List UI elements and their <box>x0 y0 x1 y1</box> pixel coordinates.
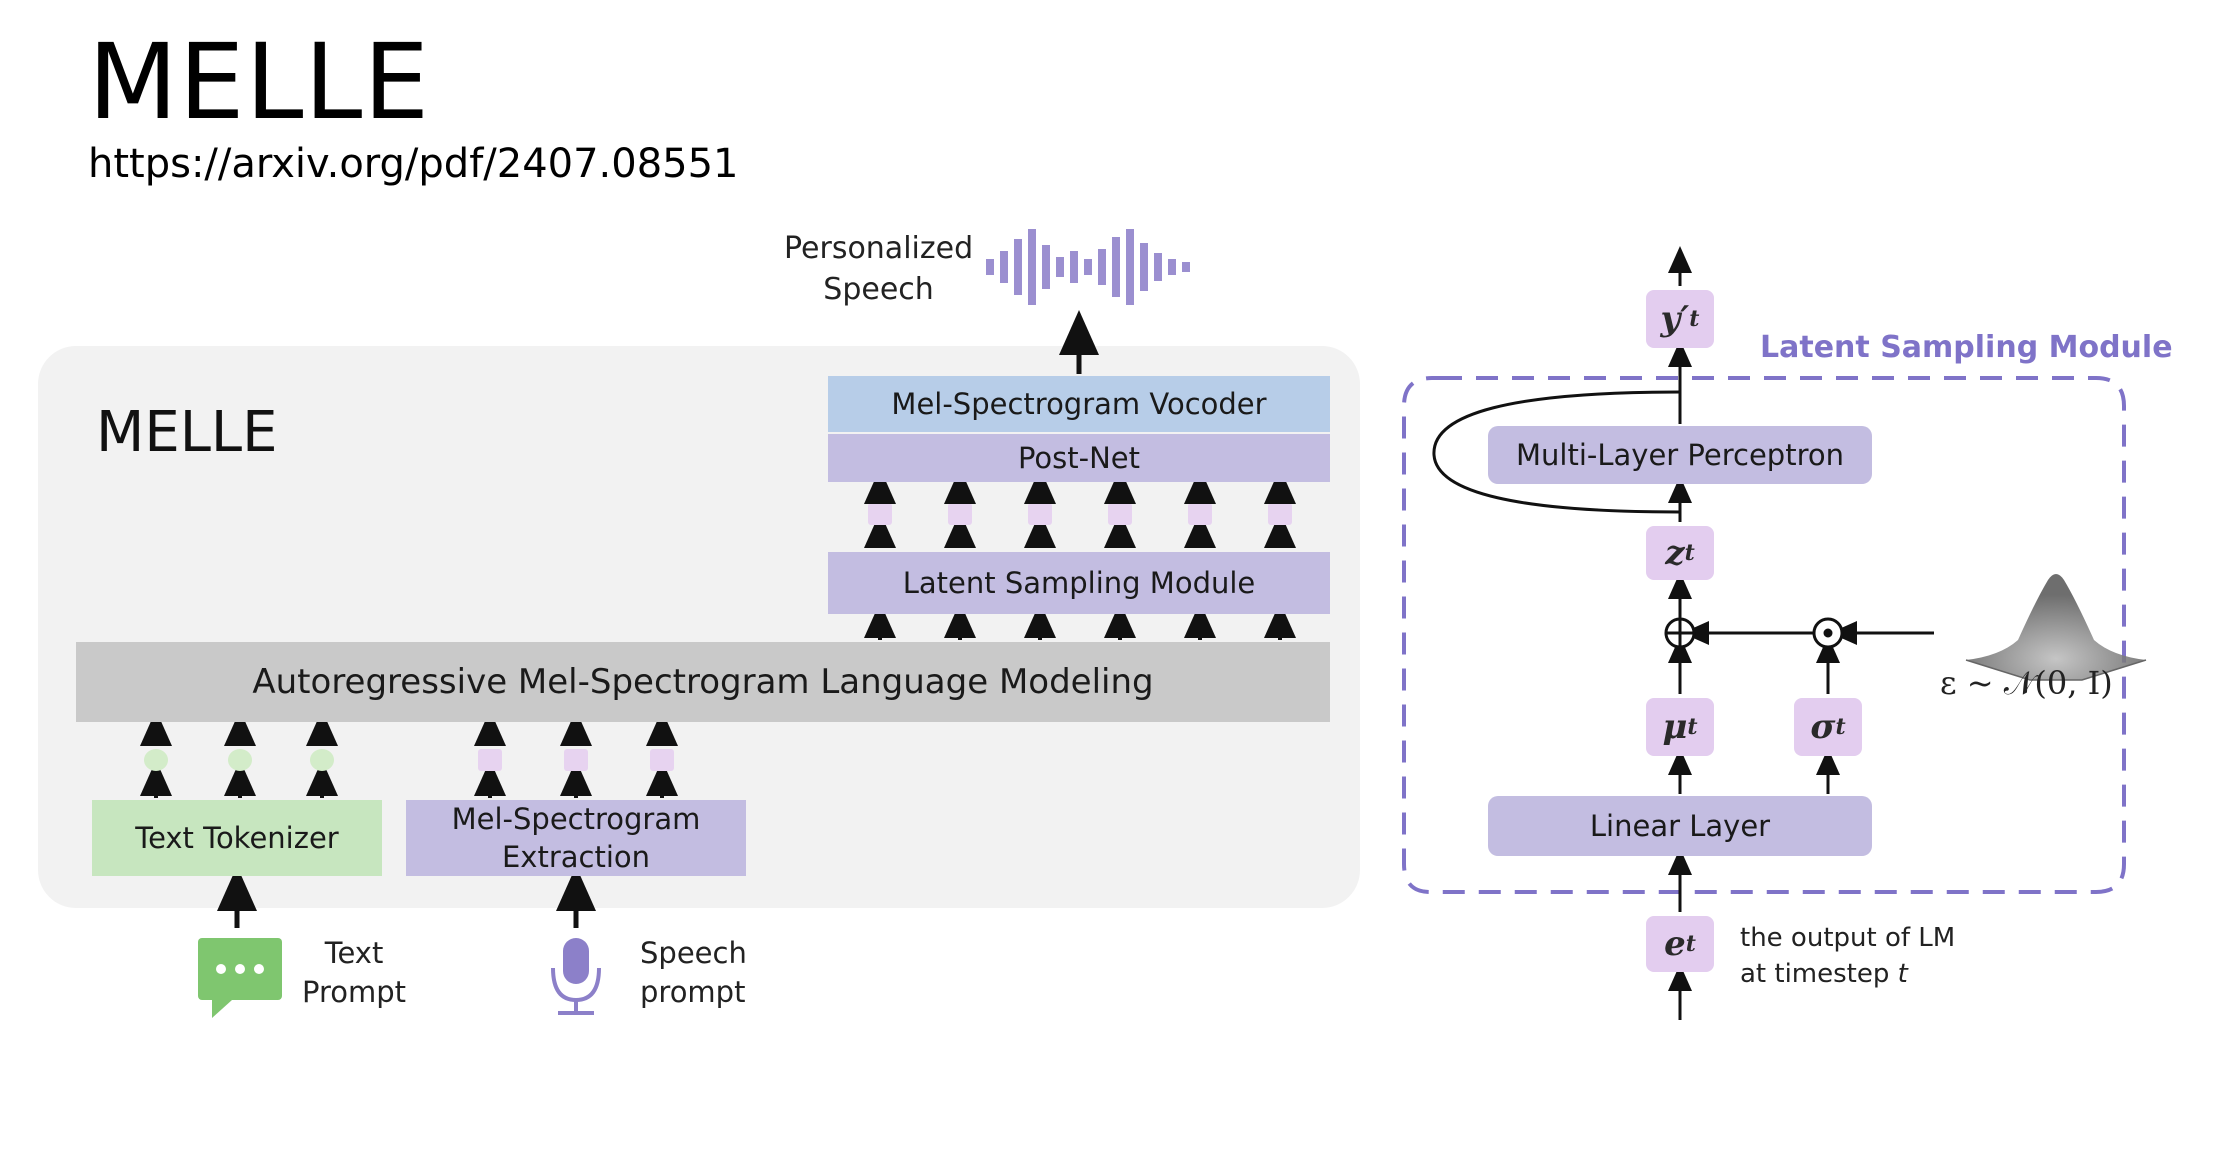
input-symbol-sub: t <box>1685 931 1696 957</box>
slide-title: MELLE <box>88 21 431 143</box>
add-operator <box>1664 617 1696 649</box>
token <box>1108 503 1132 525</box>
lm-output-line2-text: at timestep <box>1740 959 1898 989</box>
text-prompt-line1: Text <box>324 936 384 970</box>
speech-prompt-line1: Speech <box>640 936 747 970</box>
speech-token-column <box>474 710 678 798</box>
latent-symbol-base: z <box>1665 533 1685 573</box>
token <box>228 749 252 771</box>
text-prompt-line2: Prompt <box>302 975 407 1009</box>
text-prompt-label: Text Prompt <box>302 934 406 1012</box>
noise-label: ε ~ 𝒩(0, I) <box>1940 664 2113 702</box>
latent-sampling-module-title: Latent Sampling Module <box>1760 330 2173 365</box>
std-symbol-base: σ <box>1810 707 1836 747</box>
latent-symbol-sub: t <box>1684 540 1695 566</box>
mel-extraction-line1: Mel-Spectrogram <box>451 802 701 836</box>
chat-bubble-icon <box>198 938 282 1018</box>
microphone-icon <box>551 938 601 1015</box>
token <box>948 503 972 525</box>
output-label: Personalized Speech <box>784 228 973 310</box>
output-label-line2: Speech <box>823 272 934 307</box>
token <box>1268 503 1292 525</box>
text-tokenizer-block: Text Tokenizer <box>92 800 382 876</box>
token <box>564 749 588 771</box>
text-token-column <box>140 710 338 798</box>
postnet-block: Post-Net <box>828 434 1330 482</box>
lm-output-var: t <box>1897 959 1908 989</box>
vocoder-block: Mel-Spectrogram Vocoder <box>828 376 1330 432</box>
paper-url[interactable]: https://arxiv.org/pdf/2407.08551 <box>88 141 739 187</box>
latent-sampling-label: Latent Sampling Module <box>902 566 1256 600</box>
mel-extraction-block: Mel-Spectrogram Extraction <box>406 800 746 876</box>
multiply-operator <box>1812 617 1844 649</box>
latent-sampling-block: Latent Sampling Module <box>828 552 1330 614</box>
mel-token-column-upper <box>864 468 1296 548</box>
speech-waveform-icon <box>986 229 1190 305</box>
output-label-line1: Personalized <box>784 231 974 266</box>
std-symbol-sub: t <box>1835 714 1846 740</box>
speech-prompt-label: Speech prompt <box>640 934 747 1012</box>
token <box>868 503 892 525</box>
output-symbol-sub: t <box>1689 306 1700 332</box>
token <box>478 749 502 771</box>
mlp-loop <box>1432 390 1681 514</box>
latent-sampling-module-border <box>1402 376 2126 894</box>
token <box>1188 503 1212 525</box>
output-symbol-base: y′ <box>1660 299 1690 339</box>
lm-to-lsm-arrows <box>864 602 1296 640</box>
lm-output-line2: at timestep t <box>1740 956 1955 992</box>
language-model-block: Autoregressive Mel-Spectrogram Language … <box>76 642 1330 722</box>
speech-prompt-line2: prompt <box>640 975 746 1009</box>
mean-symbol-base: μ <box>1662 707 1688 747</box>
token <box>1028 503 1052 525</box>
gaussian-noise-icon <box>1965 574 2147 681</box>
lm-output-label: the output of LM at timestep t <box>1740 920 1955 992</box>
token <box>650 749 674 771</box>
token <box>144 749 168 771</box>
mean-symbol-sub: t <box>1687 714 1698 740</box>
output-symbol: y′t <box>1646 290 1714 348</box>
input-symbol-base: e <box>1664 924 1686 964</box>
token <box>310 749 334 771</box>
lm-output-line1: the output of LM <box>1740 923 1956 953</box>
panel-label: MELLE <box>96 400 278 465</box>
linear-layer-block: Linear Layer <box>1488 796 1872 856</box>
mlp-block: Multi-Layer Perceptron <box>1488 426 1872 484</box>
mel-extraction-line2: Extraction <box>501 840 651 874</box>
